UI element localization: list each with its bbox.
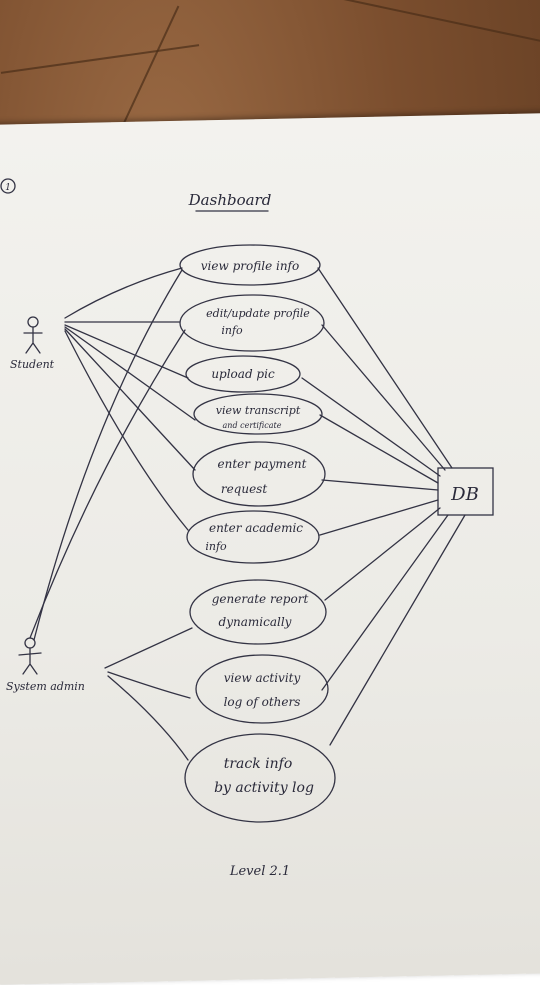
- use-case-ellipse: [195, 654, 329, 724]
- use-case-view-profile: view profile info: [179, 244, 321, 286]
- use-case-ellipse: [184, 733, 336, 823]
- actor-student: Student: [10, 316, 55, 371]
- use-case-track-info: track info by activity log: [184, 733, 336, 823]
- database-associations: [301, 267, 466, 746]
- use-case-label: log of others: [224, 695, 301, 709]
- use-case-view-activity-log: view activity log of others: [195, 654, 329, 724]
- use-case-label: request: [221, 482, 268, 496]
- use-case-edit-profile: edit/update profile info: [179, 294, 325, 352]
- use-case-academic-info: enter academic info: [186, 510, 320, 564]
- use-case-label: info: [221, 324, 243, 337]
- use-case-diagram: 1 Dashboard Student System admin DB: [0, 178, 494, 879]
- use-case-label: edit/update profile: [206, 307, 310, 320]
- stick-figure-icon: [23, 326, 43, 354]
- use-case-label: and certificate: [223, 421, 282, 430]
- use-case-label: track info: [224, 756, 293, 772]
- database-label: DB: [450, 484, 479, 505]
- actor-label: Student: [10, 358, 55, 371]
- student-associations: [64, 267, 196, 531]
- diagram-footer: Level 2.1: [229, 864, 290, 879]
- use-case-label: view transcript: [216, 404, 301, 417]
- use-case-label: generate report: [212, 592, 309, 606]
- actor-head: [27, 316, 39, 328]
- use-case-label: view profile info: [201, 259, 299, 273]
- use-case-upload-pic: upload pic: [185, 355, 301, 393]
- use-case-generate-report: generate report dynamically: [189, 579, 327, 645]
- use-case-payment-request: enter payment request: [192, 441, 326, 507]
- database-node: DB: [437, 467, 494, 516]
- actor-label: System admin: [6, 680, 85, 693]
- use-case-label: enter academic: [209, 521, 303, 535]
- use-case-label: dynamically: [219, 615, 292, 629]
- page-number-marker: 1: [0, 178, 16, 194]
- use-case-ellipse: [193, 393, 323, 435]
- use-case-ellipse: [179, 244, 321, 286]
- use-case-label: view activity: [224, 671, 301, 685]
- stick-figure-icon: [18, 647, 42, 675]
- admin-associations: [29, 269, 193, 761]
- use-case-ellipse: [185, 355, 301, 393]
- use-case-label: by activity log: [214, 780, 314, 796]
- use-case-ellipse: [179, 294, 325, 352]
- use-case-label: enter payment: [218, 457, 307, 471]
- use-case-label: upload pic: [211, 367, 275, 381]
- use-case-label: info: [205, 540, 227, 553]
- diagram-title: Dashboard: [188, 191, 272, 209]
- use-case-ellipse: [189, 579, 327, 645]
- use-case-ellipse: [192, 441, 326, 507]
- page-number: 1: [5, 183, 11, 193]
- use-case-view-transcript: view transcript and certificate: [193, 393, 323, 435]
- use-case-ellipse: [186, 510, 320, 564]
- actor-system-admin: System admin: [6, 637, 85, 693]
